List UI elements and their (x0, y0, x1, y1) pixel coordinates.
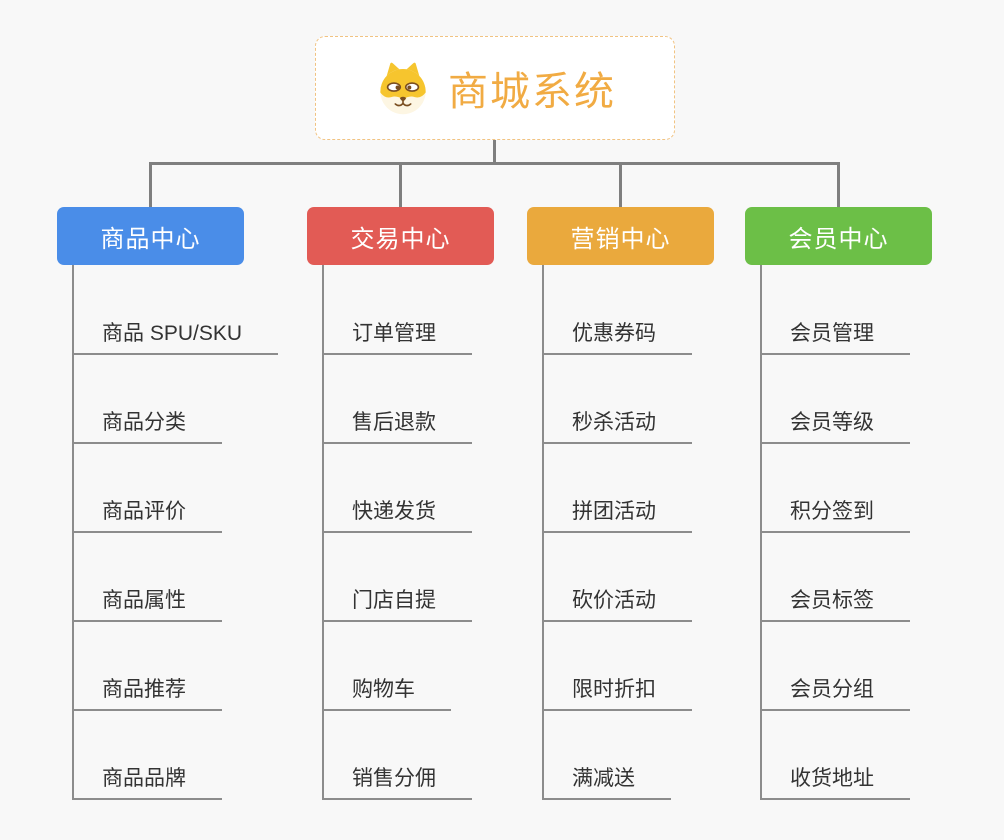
leaf-item[interactable]: 限时折扣 (542, 663, 692, 711)
leaf-item[interactable]: 积分签到 (760, 485, 910, 533)
leaf-item[interactable]: 砍价活动 (542, 574, 692, 622)
leaf-item[interactable]: 会员标签 (760, 574, 910, 622)
connector-drop-trade (399, 164, 402, 207)
connector-drop-products (149, 164, 152, 207)
leaf-item[interactable]: 商品属性 (72, 574, 222, 622)
connector-drop-marketing (619, 164, 622, 207)
leaf-item[interactable]: 会员管理 (760, 307, 910, 355)
leaf-item[interactable]: 商品品牌 (72, 752, 222, 800)
connector-drop-member (837, 164, 840, 207)
leaf-item[interactable]: 拼团活动 (542, 485, 692, 533)
leaf-item[interactable]: 商品评价 (72, 485, 222, 533)
root-title: 商城系统 (448, 70, 616, 114)
connector-root-stub (493, 140, 496, 164)
leaf-item[interactable]: 购物车 (322, 663, 451, 711)
leaf-item[interactable]: 快递发货 (322, 485, 472, 533)
branch-node-member-center[interactable]: 会员中心 (745, 207, 932, 265)
leaf-item[interactable]: 商品分类 (72, 396, 222, 444)
branch-label: 营销中心 (570, 225, 671, 253)
connector-horizontal-bar (149, 162, 840, 165)
leaf-item[interactable]: 销售分佣 (322, 752, 472, 800)
branch-label: 交易中心 (350, 225, 451, 253)
branch-label: 会员中心 (788, 225, 889, 253)
dog-face-icon (380, 62, 426, 115)
leaf-item[interactable]: 优惠券码 (542, 307, 692, 355)
leaf-item[interactable]: 商品推荐 (72, 663, 222, 711)
leaf-item[interactable]: 会员分组 (760, 663, 910, 711)
leaf-item[interactable]: 订单管理 (322, 307, 472, 355)
leaf-item[interactable]: 门店自提 (322, 574, 472, 622)
branch-label: 商品中心 (100, 225, 201, 253)
root-node[interactable]: 商城系统 (315, 36, 675, 140)
branch-node-trade-center[interactable]: 交易中心 (307, 207, 494, 265)
leaf-item[interactable]: 商品 SPU/SKU (72, 307, 279, 355)
branch-node-product-center[interactable]: 商品中心 (57, 207, 244, 265)
branch-node-marketing-center[interactable]: 营销中心 (527, 207, 714, 265)
leaf-item[interactable]: 秒杀活动 (542, 396, 692, 444)
leaf-item[interactable]: 满减送 (542, 752, 671, 800)
leaf-item[interactable]: 售后退款 (322, 396, 472, 444)
leaf-item[interactable]: 会员等级 (760, 396, 910, 444)
leaf-item[interactable]: 收货地址 (760, 752, 910, 800)
